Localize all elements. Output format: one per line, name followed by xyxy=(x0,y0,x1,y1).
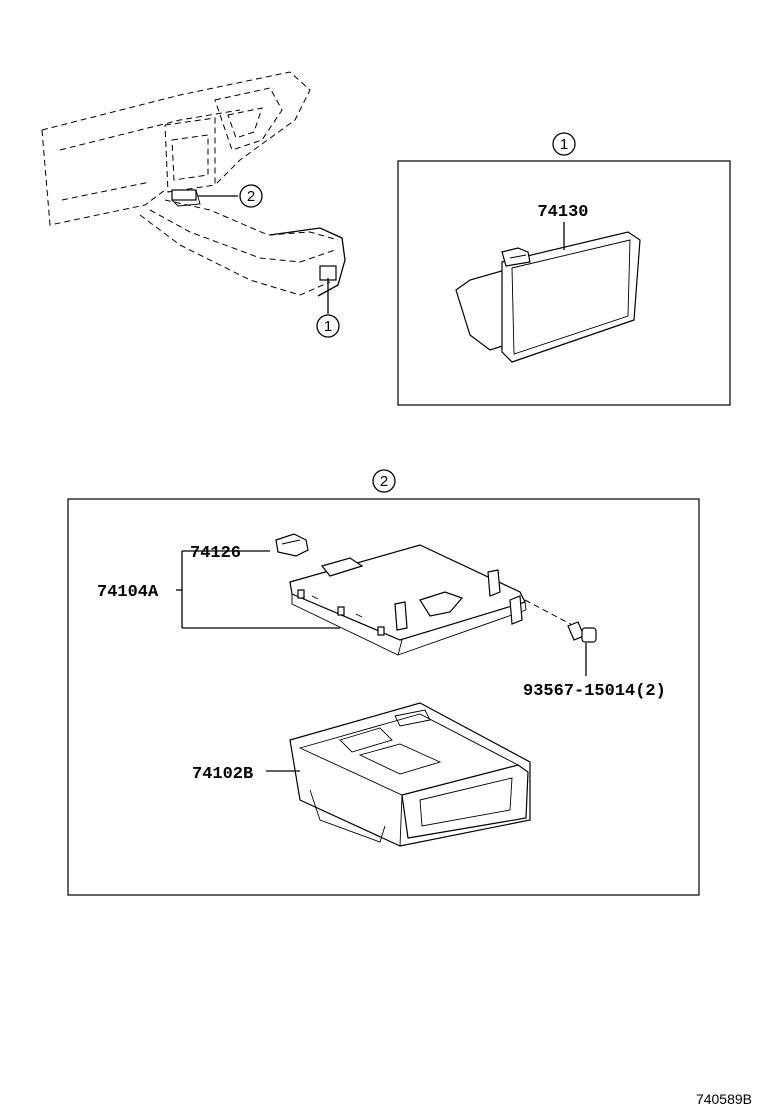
detail-box-1-callout: 1 xyxy=(560,136,568,153)
detail-box-1: 1 74130 xyxy=(397,132,731,406)
part-74130-drawing xyxy=(455,231,641,363)
part-74126-drawing xyxy=(275,533,309,557)
part-number-74104A: 74104A xyxy=(97,583,159,602)
callout-1-label: 1 xyxy=(324,318,332,335)
part-number-93567-15014: 93567-15014(2) xyxy=(523,682,666,701)
part-number-74102B: 74102B xyxy=(192,765,253,784)
figure-id: 740589B xyxy=(696,1091,752,1107)
part-93567-screw-drawing xyxy=(524,599,597,676)
callout-1-overview: 1 xyxy=(316,314,340,338)
part-number-74130: 74130 xyxy=(537,203,588,222)
part-number-74126: 74126 xyxy=(190,544,241,563)
part-74104A-drawing xyxy=(289,544,527,656)
detail-box-2-callout: 2 xyxy=(380,473,388,490)
dashboard-overview xyxy=(41,71,346,314)
callout-2-overview: 2 xyxy=(239,184,263,208)
callout-2-label: 2 xyxy=(247,188,255,205)
part-74102B-drawing xyxy=(289,702,531,847)
detail-box-2: 2 xyxy=(67,469,700,896)
